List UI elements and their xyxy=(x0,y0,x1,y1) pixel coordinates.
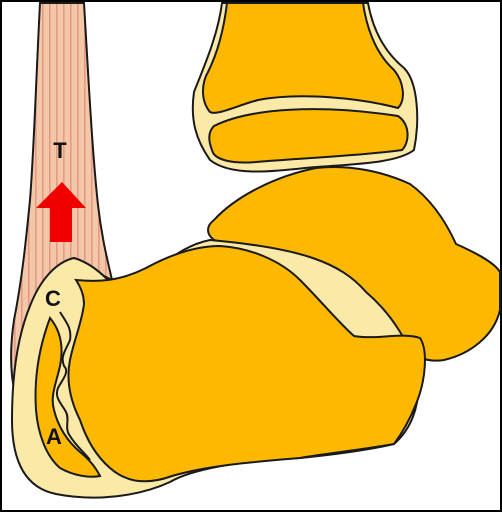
label-tendon: T xyxy=(53,138,67,163)
label-cartilage: C xyxy=(45,286,61,311)
label-apophysis: A xyxy=(46,424,62,449)
